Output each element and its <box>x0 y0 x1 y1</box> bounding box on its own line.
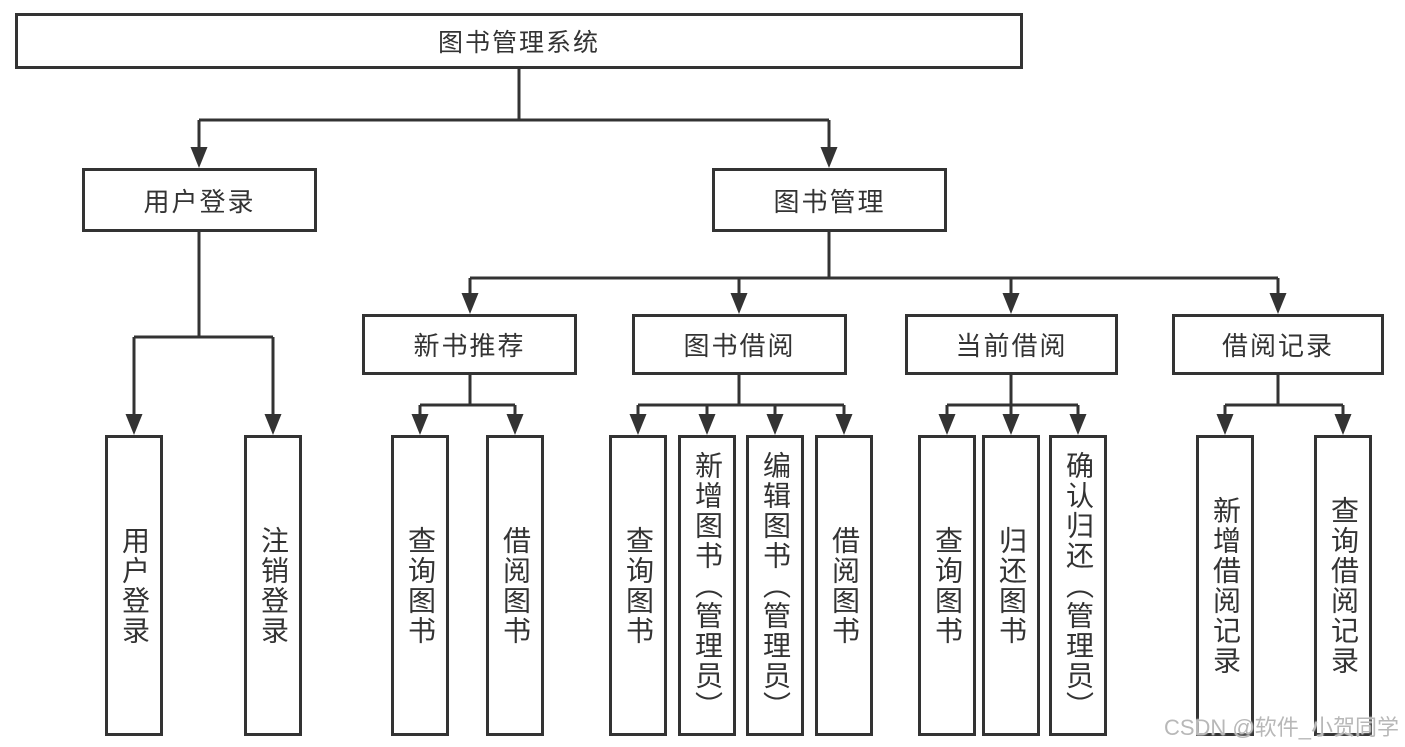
leaf-query-borrow-record: 查询借阅记录 <box>1314 435 1372 736</box>
node-book-borrow: 图书借阅 <box>632 314 847 375</box>
leaf-add-book-admin: 新增图书（管理员） <box>678 435 736 736</box>
node-label: 当前借阅 <box>955 331 1068 361</box>
csdn-watermark: CSDN @软件_小贺同学 <box>1163 715 1399 740</box>
leaf-query-book-current: 查询图书 <box>918 435 976 736</box>
node-label: 编辑图书（管理员） <box>760 450 791 721</box>
node-label: 查询借阅记录 <box>1328 495 1359 676</box>
leaf-add-borrow-record: 新增借阅记录 <box>1196 435 1254 736</box>
node-label: 新增图书（管理员） <box>692 450 723 721</box>
leaf-borrow-book: 借阅图书 <box>815 435 873 736</box>
node-label: 新增借阅记录 <box>1210 495 1241 676</box>
node-book-management: 图书管理 <box>712 168 947 232</box>
node-label: 用户登录 <box>143 186 256 217</box>
leaf-return-book: 归还图书 <box>982 435 1040 736</box>
leaf-query-book-recommend: 查询图书 <box>391 435 449 736</box>
node-label: 确认归还（管理员） <box>1063 450 1094 721</box>
node-label: 借阅图书 <box>829 525 860 646</box>
leaf-user-login: 用户登录 <box>105 435 163 736</box>
node-label: 归还图书 <box>996 525 1027 646</box>
node-current-borrow: 当前借阅 <box>905 314 1118 375</box>
node-label: 新书推荐 <box>413 331 526 361</box>
node-borrow-records: 借阅记录 <box>1172 314 1384 375</box>
node-label: 图书管理系统 <box>437 29 600 57</box>
leaf-logout: 注销登录 <box>244 435 302 736</box>
node-root: 图书管理系统 <box>15 13 1023 69</box>
node-label: 图书管理 <box>773 186 886 217</box>
leaf-edit-book-admin: 编辑图书（管理员） <box>746 435 804 736</box>
leaf-borrow-book-recommend: 借阅图书 <box>486 435 544 736</box>
node-label: 借阅记录 <box>1221 331 1334 361</box>
node-label: 借阅图书 <box>500 525 531 646</box>
node-new-book-recommend: 新书推荐 <box>362 314 577 375</box>
node-label: 注销登录 <box>258 525 289 646</box>
leaf-confirm-return-admin: 确认归还（管理员） <box>1049 435 1107 736</box>
node-label: 查询图书 <box>932 525 963 646</box>
node-label: 查询图书 <box>623 525 654 646</box>
node-label: 图书借阅 <box>683 331 796 361</box>
node-user-login: 用户登录 <box>82 168 317 232</box>
node-label: 查询图书 <box>405 525 436 646</box>
leaf-query-book-borrow: 查询图书 <box>609 435 667 736</box>
node-label: 用户登录 <box>119 525 150 646</box>
